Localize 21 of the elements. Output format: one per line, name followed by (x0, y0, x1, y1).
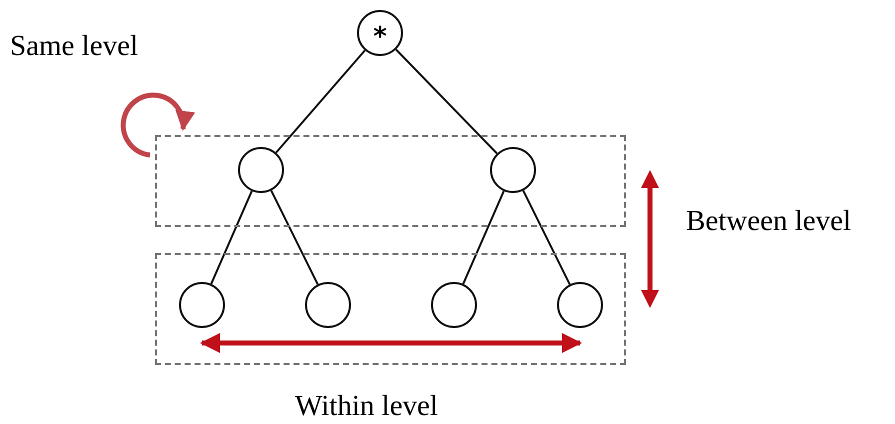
level-band (155, 253, 626, 365)
tree-edge (522, 190, 571, 285)
tree-node (490, 147, 536, 193)
tree-edge (395, 48, 498, 154)
arrow (120, 92, 194, 158)
tree-node (431, 282, 477, 328)
tree-node (557, 282, 603, 328)
level-label: Between level (686, 207, 852, 236)
tree-node (238, 147, 284, 193)
arrow (200, 333, 582, 353)
tree-node (357, 10, 403, 56)
tree-edge (462, 190, 505, 284)
level-label: Same level (10, 32, 138, 61)
tree-edge (270, 190, 319, 285)
node-symbol: * (373, 24, 387, 50)
tree-edge (275, 50, 366, 154)
tree-edge (210, 190, 253, 284)
level-band (155, 135, 626, 227)
level-label: Within level (295, 392, 438, 421)
tree-node (305, 282, 351, 328)
tree-node (179, 282, 225, 328)
